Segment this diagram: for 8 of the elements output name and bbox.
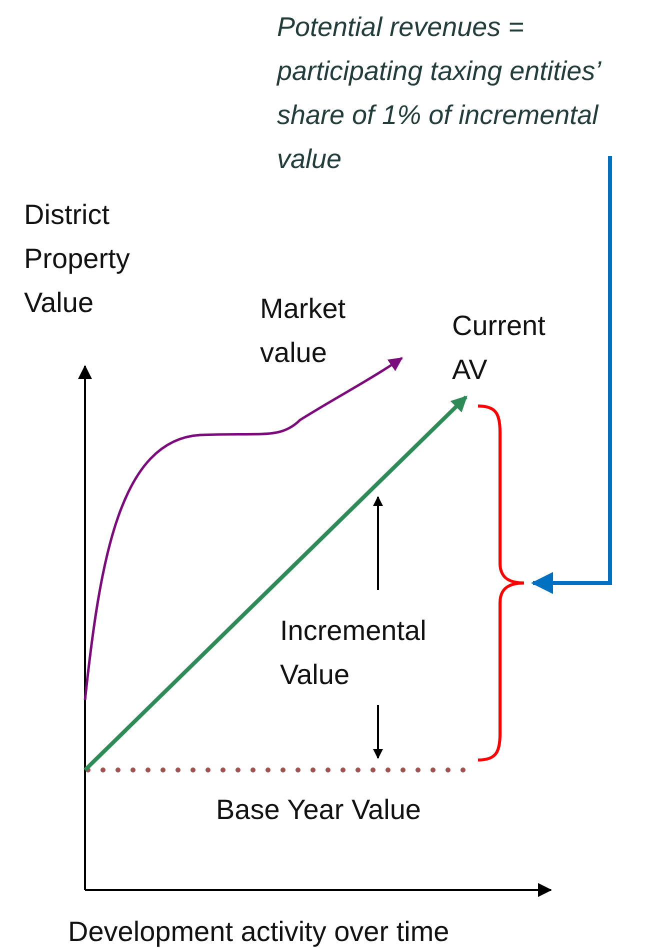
axis-label: Development activity over time <box>68 915 450 949</box>
annotation-text: Potential revenues = participating taxing entities’ share of 1% of incremental value <box>277 5 639 183</box>
series-label: Incremental Value <box>280 614 428 692</box>
arrow <box>531 156 612 594</box>
axis-label: District Property Value <box>24 198 131 320</box>
series-label: Current AV <box>452 309 546 387</box>
series-label: Base Year Value <box>216 793 422 827</box>
series-label: Market value <box>260 292 347 370</box>
